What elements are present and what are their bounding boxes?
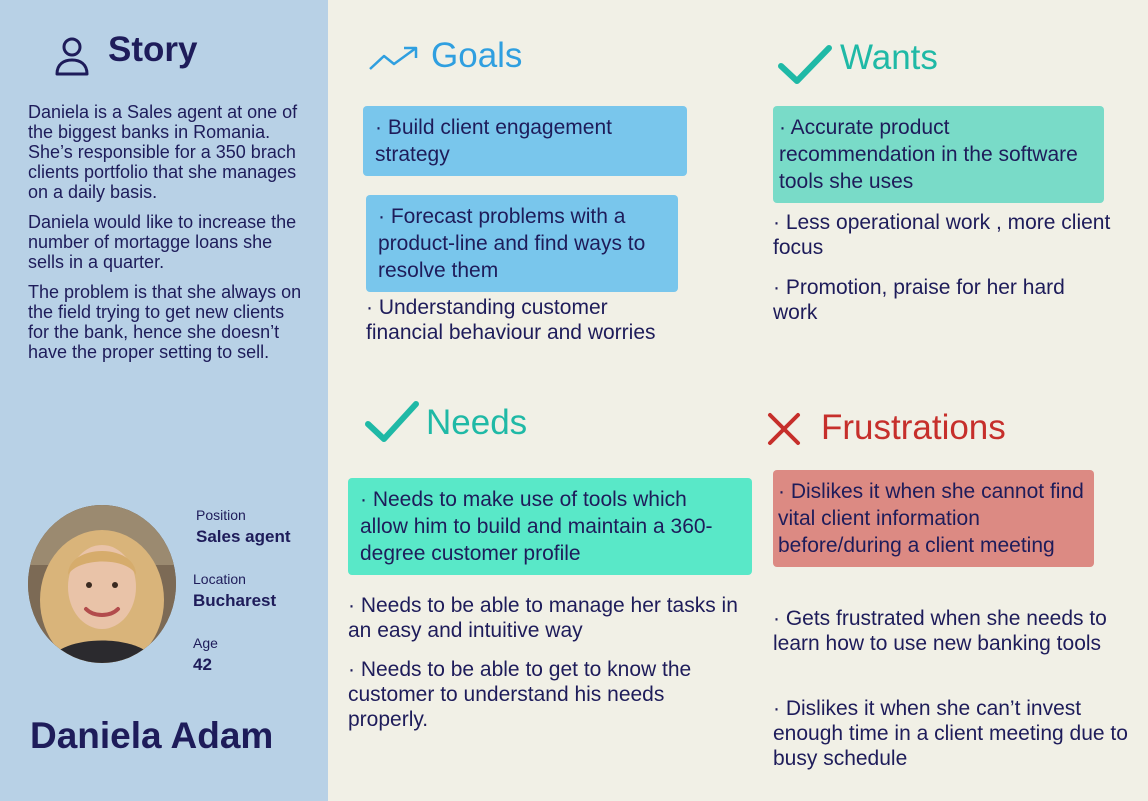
goals-item: · Understanding customer financial behav… <box>366 296 656 344</box>
user-icon <box>55 37 89 76</box>
wants-item: · Less operational work , more client fo… <box>773 211 1111 259</box>
story-paragraph: The problem is that she always on the fi… <box>28 282 302 362</box>
location-label: Location <box>193 571 246 587</box>
wants-note: · Accurate product recommendation in the… <box>773 106 1104 203</box>
age-label: Age <box>193 635 218 651</box>
sidebar-story-panel: Story Daniela is a Sales agent at one of… <box>0 0 328 801</box>
location-value: Bucharest <box>193 591 277 610</box>
close-x-icon <box>768 413 800 445</box>
story-title: Story <box>108 30 198 69</box>
avatar <box>28 505 176 663</box>
wants-title: Wants <box>840 38 938 77</box>
frustrations-item: · Dislikes it when she can’t invest enou… <box>773 697 1128 770</box>
story-paragraph: Daniela would like to increase the numbe… <box>28 212 297 272</box>
checkmark-icon <box>778 45 832 84</box>
needs-title: Needs <box>426 403 528 442</box>
checkmark-icon <box>365 401 419 442</box>
story-text: Daniela is a Sales agent at one of the b… <box>28 102 303 372</box>
position-value: Sales agent <box>196 527 291 546</box>
goals-note: · Build client engagement strategy <box>363 106 687 176</box>
story-paragraph: Daniela is a Sales agent at one of the b… <box>28 102 298 202</box>
wants-item: · Promotion, praise for her hard work <box>773 276 1065 324</box>
goals-note: · Forecast problems with a product-line … <box>366 195 678 292</box>
needs-note: · Needs to make use of tools which allow… <box>348 478 752 575</box>
frustrations-item: · Gets frustrated when she needs to lear… <box>773 607 1107 655</box>
position-label: Position <box>196 507 246 523</box>
frustrations-title: Frustrations <box>821 408 1006 447</box>
age-value: 42 <box>193 655 212 674</box>
goals-title: Goals <box>431 36 523 75</box>
needs-item: · Needs to be able to get to know the cu… <box>348 658 692 731</box>
person-name: Daniela Adam <box>30 715 274 756</box>
trend-up-icon <box>369 46 418 70</box>
frustrations-note: · Dislikes it when she cannot find vital… <box>773 470 1094 567</box>
needs-item: · Needs to be able to manage her tasks i… <box>348 594 738 642</box>
portrait-photo <box>28 505 176 663</box>
